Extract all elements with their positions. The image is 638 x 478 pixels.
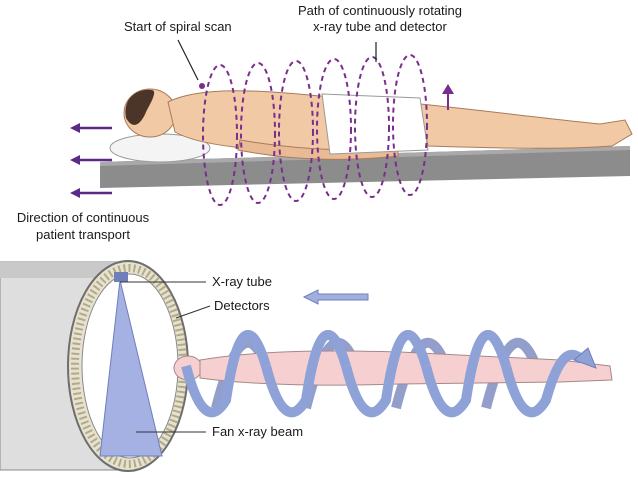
spiral-scan-path xyxy=(202,54,428,206)
fan-xray-beam xyxy=(99,279,163,457)
scanner-table xyxy=(100,146,630,188)
label-xray-tube: X-ray tube xyxy=(212,274,272,289)
xray-tube xyxy=(114,272,128,282)
patient-hair xyxy=(125,89,155,125)
helix-end-arrowhead xyxy=(573,347,597,369)
rotation-direction-arrowhead xyxy=(442,84,454,94)
label-path-line2: x-ray tube and detector xyxy=(313,19,447,34)
label-path-line1: Path of continuously rotating xyxy=(297,3,463,18)
pointer-detectors xyxy=(175,305,211,319)
label-fan-xray-beam: Fan x-ray beam xyxy=(212,424,304,439)
patient-lying xyxy=(123,88,633,160)
spiral-start-dot xyxy=(199,83,205,89)
gantry-cylinder-shade xyxy=(0,262,130,278)
patient-legs xyxy=(419,103,633,149)
towel-cover xyxy=(321,93,429,155)
label-detectors: Detectors xyxy=(214,298,270,313)
top-panel-illustration xyxy=(70,39,633,206)
label-start-of-spiral-scan: Start of spiral scan xyxy=(124,19,232,34)
helix-front xyxy=(181,329,586,418)
label-direction-line1: Direction of continuous xyxy=(16,210,150,225)
label-direction-line2: patient transport xyxy=(36,227,130,242)
transport-arrows xyxy=(70,123,112,198)
transport-arrow-bottom xyxy=(302,289,369,305)
start-pointer-line xyxy=(177,39,199,81)
